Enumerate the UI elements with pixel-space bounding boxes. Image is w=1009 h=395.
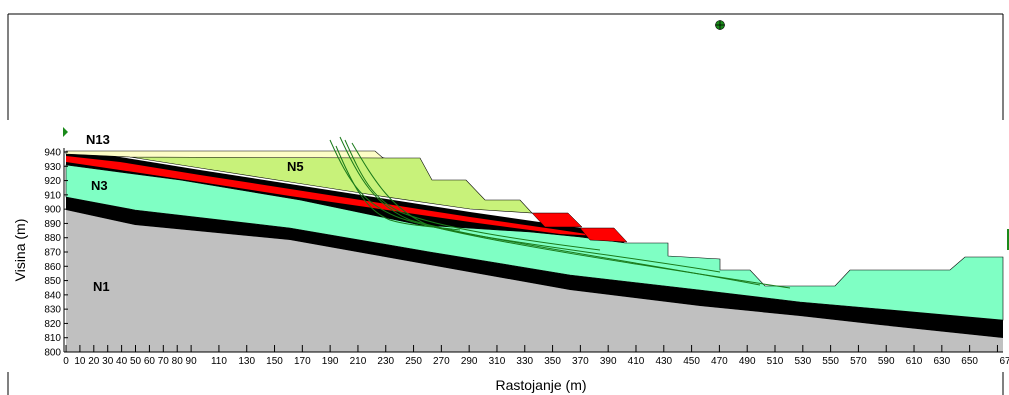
x-tick-label: 50 (130, 356, 142, 367)
y-axis-ticks: 800 810 820 830 840 850 860 870 880 890 900 910 920 9… (44, 148, 68, 359)
slip-surface-2 (339, 136, 761, 286)
x-tick-label: 610 (906, 356, 923, 367)
triangle-flag-icon (63, 127, 68, 137)
slip-surface-3 (344, 139, 601, 251)
x-tick-label: 390 (600, 356, 617, 367)
y-tick-label: 860 (44, 262, 61, 273)
material-region-red-layer-main (66, 156, 600, 236)
material-region-red-layer-toe-1 (531, 212, 583, 228)
x-tick-label: 430 (655, 356, 672, 367)
x-tick-label: 290 (461, 356, 478, 367)
x-tick-label: 630 (933, 356, 950, 367)
x-tick-label: 70 (158, 356, 170, 367)
material-label-n5: N5 (287, 159, 304, 174)
y-tick-label: 810 (44, 333, 61, 344)
x-tick-label: 10 (74, 356, 86, 367)
y-tick-label: 870 (44, 248, 61, 259)
material-label-n13: N13 (86, 132, 110, 147)
x-tick-label: 490 (739, 356, 756, 367)
x-tick-label: 370 (572, 356, 589, 367)
slip-surface-5 (335, 145, 461, 231)
x-tick-label: 510 (767, 356, 784, 367)
crosshair-circle-icon (715, 20, 725, 30)
x-tick-label: 410 (628, 356, 645, 367)
x-tick-label: 350 (544, 356, 561, 367)
material-region-red-layer-toe-2 (579, 227, 628, 243)
x-tick-label: 170 (294, 356, 311, 367)
material-region-n1 (66, 210, 1003, 352)
y-tick-label: 840 (44, 290, 61, 301)
slip-surface-4 (351, 142, 791, 289)
x-tick-label: 60 (144, 356, 156, 367)
slip-surfaces (329, 136, 791, 289)
x-tick-label: 530 (794, 356, 811, 367)
material-label-n3: N3 (91, 178, 108, 193)
x-tick-label: 130 (238, 356, 255, 367)
x-tick-label: 110 (211, 356, 227, 367)
y-axis-label: Visina (m) (12, 219, 28, 282)
x-tick-label: 40 (116, 356, 128, 367)
x-tick-label: 80 (172, 356, 184, 367)
y-tick-label: 920 (44, 176, 61, 187)
material-region-black-layer-lower (66, 197, 1003, 338)
y-tick-label: 850 (44, 276, 61, 287)
y-tick-label: 820 (44, 319, 61, 330)
x-tick-label: 330 (516, 356, 533, 367)
x-tick-label: 310 (489, 356, 506, 367)
x-tick-label: 250 (405, 356, 422, 367)
x-tick-label: 190 (322, 356, 339, 367)
x-tick-label: 550 (822, 356, 839, 367)
y-tick-label: 940 (44, 148, 61, 159)
x-tick-label: 650 (961, 356, 978, 367)
x-tick-label: 270 (433, 356, 450, 367)
x-tick-label: 150 (266, 356, 283, 367)
y-tick-label: 880 (44, 233, 61, 244)
x-tick-label: 230 (377, 356, 394, 367)
x-tick-label: 470 (711, 356, 728, 367)
y-tick-label: 910 (44, 190, 61, 201)
y-tick-label: 930 (44, 162, 61, 173)
material-region-n13 (65, 150, 384, 159)
x-axis-label: Rastojanje (m) (495, 377, 586, 393)
y-tick-label: 890 (44, 219, 61, 230)
x-tick-label: 450 (683, 356, 700, 367)
y-tick-label: 900 (44, 205, 61, 216)
x-tick-label: 30 (102, 356, 114, 367)
material-label-n1: N1 (93, 279, 110, 294)
y-tick-label: 830 (44, 305, 61, 316)
x-tick-label: 0 (63, 356, 69, 367)
x-tick-label: 210 (350, 356, 367, 367)
y-tick-label: 800 (44, 348, 61, 359)
x-tick-label: 570 (850, 356, 867, 367)
x-tick-label: 67 (999, 356, 1009, 367)
material-region-n5 (129, 156, 533, 214)
boundary-bar-icon (1007, 229, 1009, 250)
x-tick-label: 90 (186, 356, 198, 367)
x-tick-label: 590 (878, 356, 895, 367)
x-tick-label: 20 (88, 356, 100, 367)
